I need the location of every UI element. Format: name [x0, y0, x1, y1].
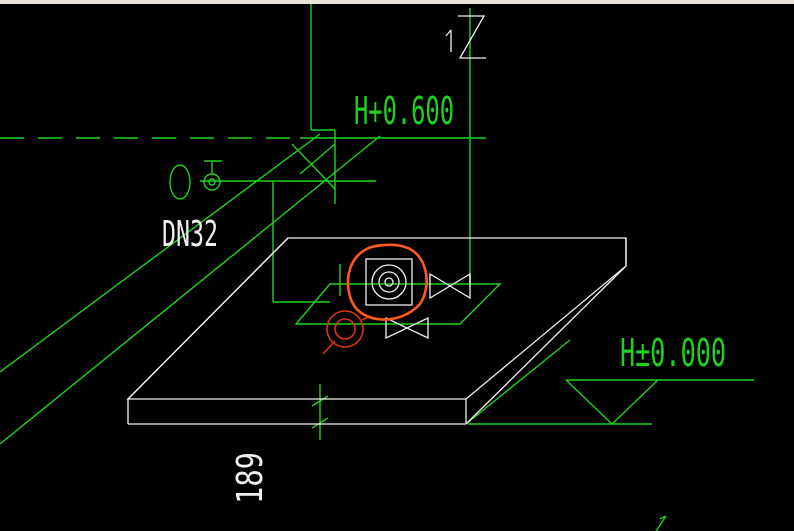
diagonal-pipe-outer	[0, 133, 321, 373]
floor-drain-icon	[365, 258, 413, 306]
riser-tag-z	[458, 15, 486, 59]
gate-valve-upper-icon	[429, 272, 471, 300]
elevation-top-label: H+0.600	[354, 89, 454, 133]
valve-platform	[294, 283, 502, 325]
highlight-circle	[346, 243, 428, 321]
dimension-label: 189	[230, 452, 271, 504]
cad-drawing: 1Z H+0.600 DN32 H±0.000 189	[0, 4, 754, 531]
elevation-floor-label: H±0.000	[620, 331, 726, 375]
check-valve-icon	[322, 310, 371, 355]
gate-valve-lower-icon	[385, 316, 429, 340]
water-meter-icon	[203, 173, 221, 191]
pipe-section-icon	[169, 164, 191, 200]
diagonal-pipe-inner	[0, 135, 381, 445]
ground-level-marker	[565, 379, 659, 425]
pipe-size-label: DN32	[162, 214, 218, 255]
